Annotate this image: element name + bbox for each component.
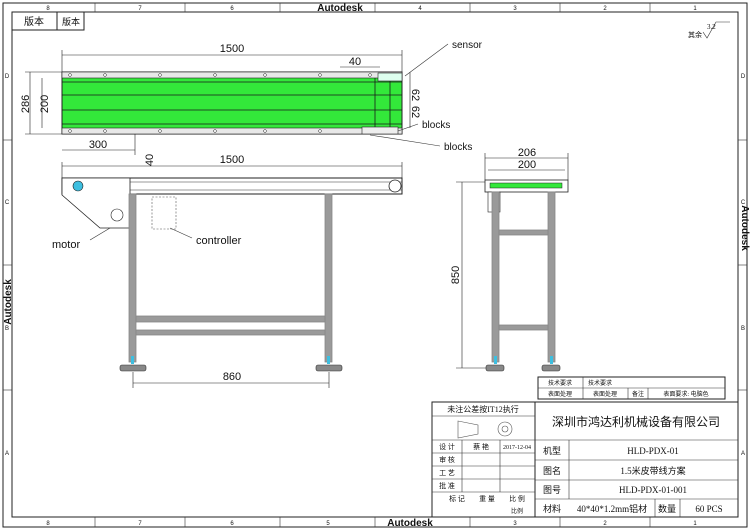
side-view: 206 200 850 — [450, 147, 569, 372]
drawing-no-value: HLD-PDX-01-001 — [619, 485, 687, 495]
dim-top-height-outer: 286 — [20, 95, 32, 113]
projection-cone-icon — [457, 420, 479, 439]
watermark-bottom: Autodesk — [387, 518, 433, 529]
border-right-letter-d: D — [741, 74, 746, 80]
spec-box: 技术要求 技术要求 表面处理 表面处理 备注 表面要求: 电脑色 — [537, 376, 726, 400]
dim-top-right-b: 62 — [409, 106, 421, 118]
version-box — [11, 11, 85, 31]
callout-blocks-1: blocks — [422, 120, 450, 131]
border-top-num-2: 7 — [138, 6, 142, 12]
border-right-letter-b: B — [741, 326, 745, 332]
model-value: HLD-PDX-01 — [627, 446, 679, 456]
dim-side-inner-width: 200 — [518, 159, 536, 171]
material-value: 40*40*1.2mm铝材 — [577, 503, 647, 514]
motor-icon — [72, 180, 84, 192]
border-right-letter-c: C — [741, 200, 746, 206]
dim-side-height: 850 — [450, 266, 462, 284]
title-block: 未注公差按IT12执行 深圳市鸿达利机械设备有限公司 设 计 蔡 艳 2017-… — [431, 401, 739, 518]
callout-motor: motor — [52, 239, 80, 251]
border-bottom-num-1: 8 — [46, 521, 50, 527]
border-left-letter-c: C — [5, 200, 10, 206]
watermark-top: Autodesk — [317, 3, 363, 14]
front-view: 1500 860 — [61, 154, 403, 388]
stop-block — [361, 126, 399, 135]
company-name: 深圳市鸿达利机械设备有限公司 — [552, 414, 720, 429]
border-bottom-num-2: 7 — [138, 521, 142, 527]
spec-surface-value: 表面处理 — [593, 390, 617, 398]
spec-tech-label: 技术要求 — [548, 379, 572, 387]
spec-surface-label: 表面处理 — [548, 390, 572, 398]
roughness-value: 3.2 — [707, 23, 716, 31]
border-top-num-8: 1 — [693, 6, 697, 12]
callout-sensor: sensor — [452, 40, 483, 51]
dim-top-gap: 40 — [349, 56, 361, 68]
dim-top-height-inner: 200 — [39, 95, 51, 113]
border-top-num-3: 6 — [230, 6, 234, 12]
sensor-block — [377, 72, 403, 82]
review-label: 审 核 — [439, 455, 455, 464]
border-bottom-num-8: 1 — [693, 521, 697, 527]
dim-top-bottom: 300 — [89, 139, 107, 151]
side-leg-1 — [491, 191, 500, 363]
designer-name: 蔡 艳 — [473, 442, 489, 451]
qty-value: 60 PCS — [695, 504, 722, 514]
tolerance-note: 未注公差按IT12执行 — [447, 404, 519, 414]
model-label: 机型 — [543, 445, 561, 456]
material-label: 材料 — [543, 503, 561, 514]
dim-front-leg-span: 860 — [223, 371, 241, 383]
qty-label: 数量 — [658, 503, 676, 514]
controller-box — [151, 196, 177, 230]
border-top-num-6: 3 — [513, 6, 517, 12]
approve-label: 批 准 — [439, 481, 455, 490]
version-label-right: 版本 — [62, 16, 80, 27]
watermark-left: Autodesk — [3, 279, 14, 325]
ratio-label: 比 例 — [509, 494, 525, 503]
weight-label: 重 量 — [479, 495, 495, 503]
leg-2 — [324, 193, 333, 363]
drawing-no-label: 图号 — [543, 485, 561, 495]
border-left-letter-a: A — [5, 451, 9, 457]
spec-note-value: 表面要求: 电脑色 — [663, 390, 708, 398]
name-value: 1.5米皮带线方案 — [620, 465, 685, 476]
leg-1 — [128, 193, 137, 363]
spec-note-label: 备注 — [632, 390, 644, 398]
border-bottom-num-3: 6 — [230, 521, 234, 527]
border-left-letter-b: B — [5, 326, 9, 332]
border-ticks — [3, 3, 747, 527]
border-top-num-1: 8 — [46, 6, 50, 12]
belt-surface — [61, 71, 403, 135]
dim-top-right-a: 62 — [409, 89, 421, 101]
version-label-left: 版本 — [24, 15, 44, 28]
border-top-num-7: 2 — [603, 6, 607, 12]
top-view: 1500 40 286 200 62 62 300 40 — [20, 43, 421, 166]
border-left-letter-d: D — [5, 74, 10, 80]
callout-blocks-2: blocks — [444, 142, 472, 153]
mark-label: 标 记 — [449, 494, 465, 503]
scale-label: 比例 — [511, 507, 523, 515]
process-label: 工 艺 — [439, 469, 455, 477]
dim-top-length: 1500 — [220, 43, 244, 55]
border-right-letter-a: A — [741, 451, 745, 457]
border-top-num-5: 4 — [418, 6, 422, 12]
side-leg-2 — [547, 191, 556, 363]
dim-front-length: 1500 — [220, 154, 244, 166]
border-bottom-num-4: 5 — [326, 521, 330, 527]
roughness-symbol: 其余 3.2 — [688, 21, 730, 39]
design-date: 2017-12-04 — [503, 445, 531, 451]
spec-tech-value: 技术要求 — [588, 379, 612, 387]
name-label: 图名 — [543, 465, 561, 476]
foot-1 — [119, 364, 147, 372]
roughness-label: 其余 — [688, 30, 702, 39]
watermark-right: Autodesk — [739, 205, 750, 251]
dim-side-outer-width: 206 — [518, 147, 536, 159]
border-bottom-num-7: 2 — [603, 521, 607, 527]
foot-2 — [315, 364, 343, 372]
callout-controller: controller — [196, 235, 242, 247]
border-bottom-num-6: 3 — [513, 521, 517, 527]
dim-top-bottom-gap: 40 — [144, 154, 156, 166]
design-label: 设 计 — [439, 442, 455, 451]
